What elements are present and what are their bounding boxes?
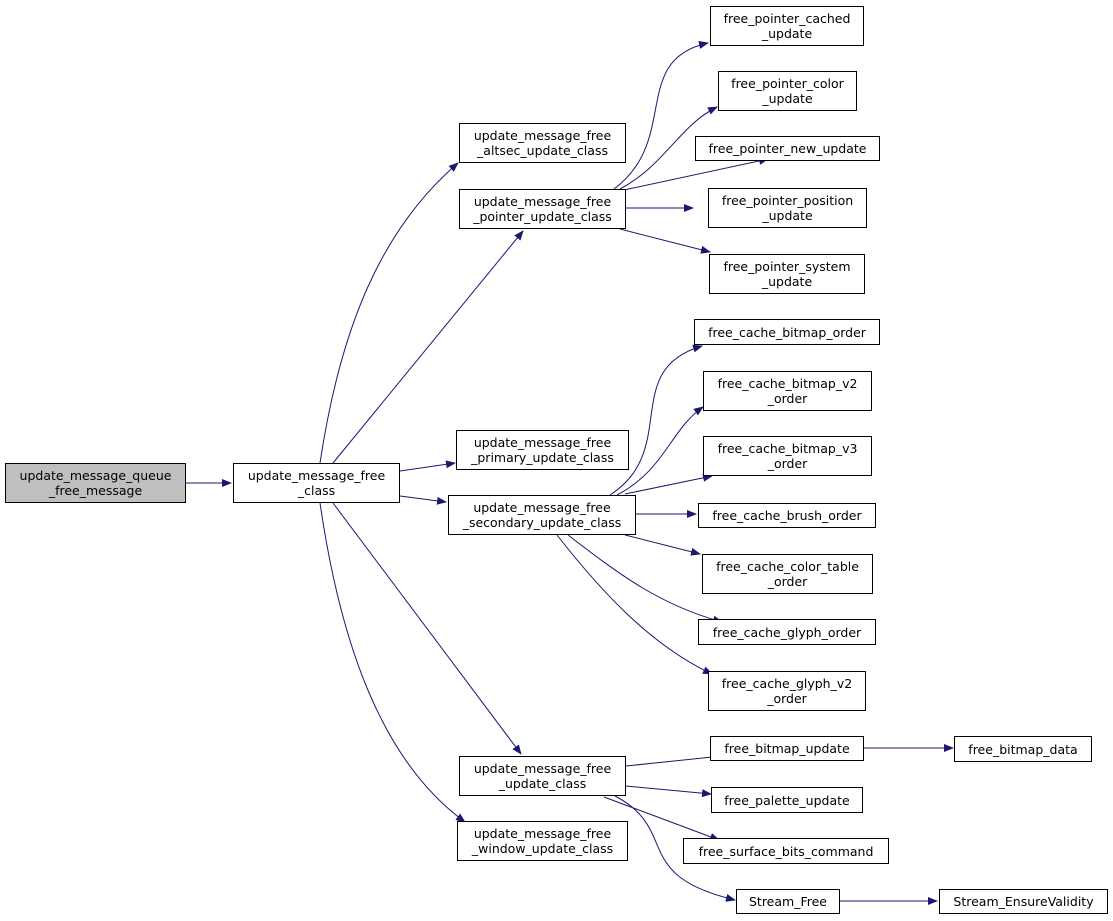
edge-umfc-to-update (332, 502, 522, 755)
node-update-message-free-altsec-update-class[interactable]: update_message_free _altsec_update_class (459, 123, 626, 163)
node-label-line: _class (297, 483, 336, 498)
node-label-line: _update (761, 274, 813, 289)
edge-pointer-to-fpsys (619, 228, 711, 254)
node-label-line: free_pointer_cached (723, 11, 851, 26)
node-label-line: update_message_free (473, 761, 612, 776)
edge-update-to-fsbc (603, 796, 720, 841)
node-label-line: free_bitmap_data (968, 741, 1078, 757)
node-stream-free[interactable]: Stream_Free (736, 889, 840, 914)
node-label-line: _update (762, 91, 813, 106)
edge-secondary-to-fcg (567, 534, 723, 624)
edge-secondary-to-fcbv3 (624, 473, 713, 495)
node-free-pointer-color-update[interactable]: free_pointer_color _update (718, 71, 857, 111)
edge-umfc-to-secondary (399, 495, 447, 505)
node-label-line: update_message_free (247, 468, 386, 483)
node-label-line: free_cache_bitmap_v2 (717, 376, 858, 391)
node-update-message-free-update-class[interactable]: update_message_free _update_class (459, 756, 626, 796)
node-stream-ensure-validity[interactable]: Stream_EnsureValidity (939, 889, 1108, 914)
edge-secondary-to-fcbv2 (616, 406, 704, 496)
edge-update-to-fpu (625, 785, 712, 798)
node-label-line: free_bitmap_update (724, 741, 850, 756)
node-free-cache-brush-order[interactable]: free_cache_brush_order (698, 503, 876, 528)
edge-update-to-sfree (614, 795, 736, 902)
edge-secondary-to-fcgv2 (556, 534, 713, 675)
node-label-line: free_pointer_new_update (708, 141, 867, 156)
node-free-cache-bitmap-v2-order[interactable]: free_cache_bitmap_v2 _order (703, 371, 872, 411)
node-free-pointer-position-update[interactable]: free_pointer_position _update (708, 188, 867, 228)
node-free-cache-color-table-order[interactable]: free_cache_color_table _order (702, 554, 873, 594)
edge-umfc-to-pointer (332, 230, 524, 464)
node-free-pointer-cached-update[interactable]: free_pointer_cached _update (710, 6, 864, 46)
node-free-cache-glyph-order[interactable]: free_cache_glyph_order (698, 619, 876, 645)
node-label-line: free_cache_color_table (716, 559, 859, 574)
node-free-pointer-new-update[interactable]: free_pointer_new_update (695, 136, 880, 161)
node-label-line: free_pointer_system (723, 259, 851, 274)
edge-pointer-to-fpc (613, 41, 709, 190)
node-update-message-free-class[interactable]: update_message_free _class (233, 463, 400, 503)
node-label-line: update_message_free (473, 826, 612, 841)
node-free-palette-update[interactable]: free_palette_update (711, 787, 863, 813)
node-label-line: _update (761, 26, 813, 41)
node-label-line: free_palette_update (724, 792, 850, 808)
node-label-line: free_cache_glyph_order (712, 624, 862, 640)
node-label-line: _update (762, 208, 813, 223)
node-free-bitmap-data[interactable]: free_bitmap_data (954, 736, 1092, 762)
node-label-line: _altsec_update_class (477, 143, 608, 158)
node-label-line: _primary_update_class (471, 450, 614, 465)
node-label-line: free_cache_bitmap_v3 (717, 441, 858, 456)
node-label-line: free_cache_brush_order (712, 508, 862, 523)
node-label-line: _order (767, 456, 808, 471)
node-label-line: _order (767, 691, 807, 706)
node-label-line: _window_update_class (471, 841, 614, 856)
node-label-line: update_message_free (473, 500, 611, 515)
node-update-message-free-primary-update-class[interactable]: update_message_free _primary_update_clas… (456, 430, 629, 470)
node-label-line: Stream_EnsureValidity (953, 894, 1094, 909)
node-label-line: update_message_free (473, 128, 612, 143)
node-label-line: free_cache_glyph_v2 (721, 676, 853, 691)
node-free-cache-glyph-v2-order[interactable]: free_cache_glyph_v2 _order (708, 671, 866, 711)
node-update-message-free-pointer-update-class[interactable]: update_message_free _pointer_update_clas… (459, 189, 626, 229)
node-label-line: update_message_free (473, 194, 612, 209)
node-update-message-free-window-update-class[interactable]: update_message_free _window_update_class (457, 821, 628, 861)
node-label-line: update_message_free (473, 435, 612, 450)
edge-secondary-to-fcct (624, 534, 701, 556)
node-label-line: free_surface_bits_command (698, 843, 874, 859)
node-update-message-free-secondary-update-class[interactable]: update_message_free _secondary_update_cl… (448, 495, 636, 535)
edge-umfc-to-altsec (319, 162, 459, 464)
edge-pointer-to-fpcol (619, 106, 718, 190)
node-update-message-queue-free-message: update_message_queue _free_message (5, 463, 186, 503)
node-label-line: _order (767, 574, 808, 589)
node-free-pointer-system-update[interactable]: free_pointer_system _update (709, 254, 865, 294)
node-label-line: Stream_Free (748, 894, 827, 909)
node-free-cache-bitmap-v3-order[interactable]: free_cache_bitmap_v3 _order (703, 436, 872, 476)
node-label-line: free_pointer_color (731, 76, 844, 91)
node-free-bitmap-update[interactable]: free_bitmap_update (710, 736, 864, 761)
edge-update-to-fbu (625, 752, 723, 767)
node-label-line: free_pointer_position (721, 193, 854, 208)
edge-umfc-to-window (319, 502, 466, 823)
edge-pointer-to-fpnew (623, 156, 769, 191)
node-label-line: _update_class (498, 776, 587, 791)
node-label-line: _pointer_update_class (473, 209, 612, 224)
node-label-line: free_cache_bitmap_order (708, 324, 866, 340)
node-label-line: _secondary_update_class (462, 515, 622, 530)
node-label-line: _free_message (48, 483, 143, 498)
node-label-line: update_message_queue (19, 468, 172, 483)
node-free-surface-bits-command[interactable]: free_surface_bits_command (683, 838, 889, 864)
node-label-line: _order (767, 391, 808, 406)
edge-secondary-to-fcbo (609, 344, 703, 496)
node-free-cache-bitmap-order[interactable]: free_cache_bitmap_order (694, 319, 880, 345)
edge-umfc-to-primary (399, 460, 456, 472)
